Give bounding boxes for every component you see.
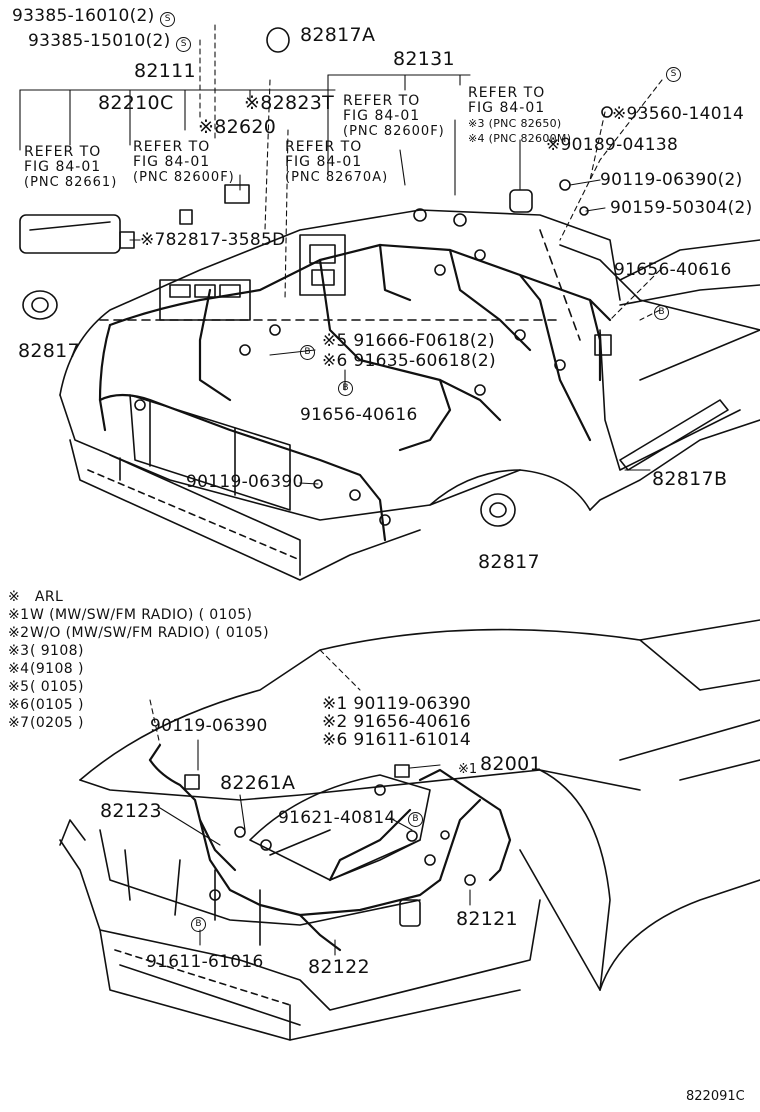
refer-line3: (PNC 82670A) [285, 170, 389, 185]
part-82123: 82123 [100, 800, 162, 822]
part-82121: 82121 [456, 908, 518, 930]
b-marker: B [408, 812, 423, 827]
refer-line1: REFER TO [343, 93, 421, 109]
s-marker: S [160, 12, 176, 27]
upper-vehicle-body [59, 209, 760, 581]
upper-leader-lines [19, 24, 663, 485]
part-82111: 82111 [134, 60, 196, 82]
upper-junction-block [19, 184, 612, 526]
grommets [22, 27, 613, 527]
legend-row: ※7(0205 ) [8, 715, 84, 731]
refer-note-82600F-center: REFER TO FIG 84-01 (PNC 82600F) [343, 93, 445, 140]
lower-vehicle-body [59, 619, 760, 1041]
part-82131: 82131 [393, 48, 455, 70]
part-82817-3585D: ※782817-3585D [140, 230, 286, 250]
refer-line3: (PNC 82600F) [343, 124, 445, 139]
part-82620: ※82620 [198, 116, 277, 138]
part-s1-90119-06390: ※1 90119-06390 [322, 694, 471, 714]
refer-line3: ※3 (PNC 82650) [468, 117, 562, 130]
part-82261A: 82261A [220, 772, 296, 794]
refer-note-82661: REFER TO FIG 84-01 (PNC 82661) [24, 144, 118, 191]
part-82210C: 82210C [98, 92, 174, 114]
refer-note-82670A: REFER TO FIG 84-01 (PNC 82670A) [285, 139, 389, 186]
refer-line3: (PNC 82600F) [133, 170, 235, 185]
part-93385-15010: 93385-15010(2) S [28, 33, 192, 52]
b-marker: B [300, 345, 315, 360]
upper-main-harness [98, 243, 612, 542]
legend-row: ※3( 9108) [8, 643, 84, 659]
part-91635-60618: ※6 91635-60618(2) [322, 351, 496, 371]
s-marker: S [666, 67, 681, 82]
lower-main-harness [148, 743, 512, 952]
part-82001: 82001 [480, 753, 542, 775]
part-91621-40814: 91621-40814 [278, 808, 396, 828]
diagram-code: 822091C [686, 1089, 745, 1104]
lower-connectors [184, 764, 476, 927]
part-91656-40616-center: 91656-40616 [300, 405, 418, 425]
refer-line2: FIG 84-01 [24, 159, 102, 175]
refer-note-82600F-left: REFER TO FIG 84-01 (PNC 82600F) [133, 139, 235, 186]
legend-row: ※2W/O (MW/SW/FM RADIO) ( 0105) [8, 625, 269, 641]
legend-row: ※6(0105 ) [8, 697, 84, 713]
legend-row: ※ ARL [8, 589, 64, 605]
refer-line2: FIG 84-01 [133, 154, 211, 170]
refer-line1: REFER TO [133, 139, 211, 155]
legend-row: ※4(9108 ) [8, 661, 84, 677]
refer-line1: REFER TO [468, 85, 546, 101]
part-90119-06390-center: 90119-06390 [186, 472, 304, 492]
part-93385-16010: 93385-16010(2) S [12, 8, 176, 27]
part-90119-06390-2: 90119-06390(2) [600, 170, 743, 190]
part-s6-91611-61014: ※6 91611-61014 [322, 730, 471, 750]
part-90159-50304: 90159-50304(2) [610, 198, 753, 218]
refer-note-82650: REFER TO FIG 84-01 ※3 (PNC 82650) ※4 (PN… [468, 86, 571, 146]
part-82122: 82122 [308, 956, 370, 978]
legend-row: ※5( 0105) [8, 679, 84, 695]
legend-row: ※1W (MW/SW/FM RADIO) ( 0105) [8, 607, 253, 623]
b-marker: B [654, 305, 669, 320]
part-91666-F0618: ※5 91666-F0618(2) [322, 331, 495, 351]
s-marker: S [176, 37, 192, 52]
lower-leader-lines [149, 649, 471, 956]
star1-marker: ※1 [458, 762, 478, 777]
refer-line3: (PNC 82661) [24, 175, 118, 190]
part-s2-91656-40616: ※2 91656-40616 [322, 712, 471, 732]
b-marker: B [338, 381, 353, 396]
refer-line2: FIG 84-01 [468, 100, 546, 116]
part-90189-04138: ※90189-04138 [546, 135, 679, 155]
part-90119-06390-lower: 90119-06390 [150, 716, 268, 736]
refer-line2: FIG 84-01 [285, 154, 363, 170]
legend: ※ ARL ※1W (MW/SW/FM RADIO) ( 0105) ※2W/O… [8, 590, 269, 734]
part-82817B: 82817B [652, 468, 728, 490]
refer-line4: ※4 (PNC 82600M) [468, 132, 572, 145]
part-82817A: 82817A [300, 24, 376, 46]
refer-line1: REFER TO [285, 139, 363, 155]
part-82817-left: 82817 [18, 340, 80, 362]
part-82817-bottom: 82817 [478, 551, 540, 573]
part-93560-14014: ※93560-14014 [612, 104, 745, 124]
part-82823T: ※82823T [244, 92, 335, 114]
part-91656-40616-right: 91656-40616 [614, 260, 732, 280]
refer-line1: REFER TO [24, 144, 102, 160]
part-91611-61016: 91611-61016 [146, 952, 264, 972]
refer-line2: FIG 84-01 [343, 108, 421, 124]
b-marker: B [191, 917, 206, 932]
